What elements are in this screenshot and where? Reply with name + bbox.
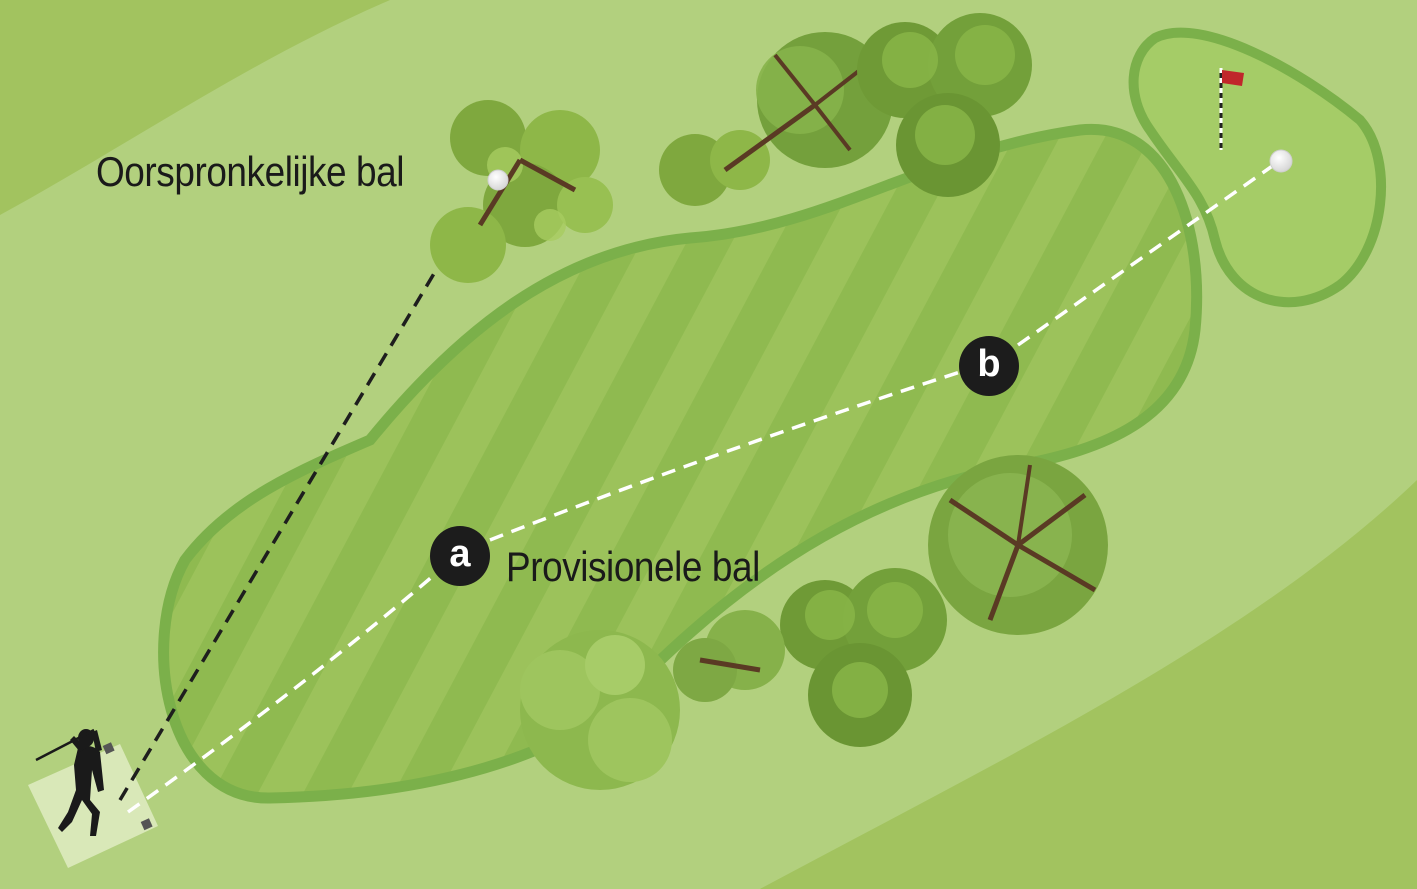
marker-b: b <box>959 336 1019 396</box>
golfer-icon <box>35 728 104 836</box>
original-ball-label: Oorspronkelijke bal <box>96 148 405 195</box>
putting-green <box>1128 27 1387 308</box>
fairway <box>158 123 1203 804</box>
provisional-shot-line-a <box>126 568 442 814</box>
marker-a: a <box>430 526 490 586</box>
golf-ball-icon <box>1269 149 1293 173</box>
golf-ball-icon <box>487 169 509 191</box>
outer-rough-bottom-right <box>760 480 1417 889</box>
flag-icon <box>1219 68 1244 150</box>
outer-rough-top-left <box>0 0 390 215</box>
tree-icon <box>520 455 1108 790</box>
provisional-ball-label: Provisionele bal <box>506 543 760 590</box>
approach-shot-line <box>1016 160 1280 347</box>
tree-icon <box>430 100 613 283</box>
tree-icon <box>659 13 1032 206</box>
original-ball-shot-line <box>118 229 462 801</box>
